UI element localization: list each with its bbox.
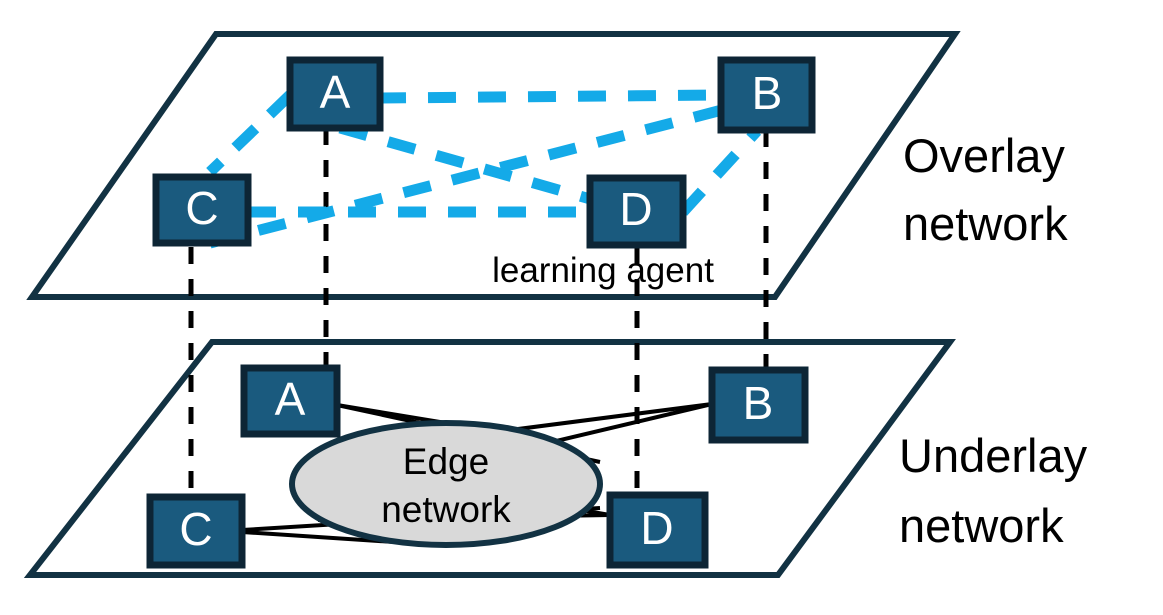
underlay-node-A-box bbox=[240, 364, 341, 438]
underlay-node-A[interactable]: A bbox=[240, 364, 341, 438]
overlay-plane-label-line1: Overlay bbox=[903, 129, 1065, 182]
overlay-plane-group bbox=[26, 31, 961, 300]
underlay-node-D-label: D bbox=[640, 502, 673, 554]
overlay-node-B[interactable]: B bbox=[717, 56, 816, 134]
overlay-node-A-label: A bbox=[320, 66, 351, 118]
overlay-plane-label-line2: network bbox=[903, 197, 1068, 250]
edge-network-cloud[interactable]: Edge network bbox=[289, 420, 603, 548]
underlay-node-C-label: C bbox=[179, 503, 212, 555]
underlay-nodes-group: A B C D bbox=[146, 364, 809, 569]
overlay-node-D-box bbox=[586, 174, 687, 249]
edge-network-ellipse bbox=[289, 420, 603, 548]
overlay-plane-outline bbox=[26, 31, 961, 300]
overlay-node-A-box bbox=[286, 56, 384, 132]
underlay-node-C-box bbox=[146, 493, 246, 569]
overlay-node-C-box bbox=[152, 173, 252, 247]
overlay-link-D-B bbox=[678, 127, 762, 216]
overlay-node-B-label: B bbox=[752, 67, 783, 119]
learning-agent-label: learning agent bbox=[492, 251, 714, 290]
overlay-nodes-group: A B C D bbox=[152, 56, 816, 249]
overlay-node-B-box bbox=[717, 56, 816, 134]
underlay-node-C[interactable]: C bbox=[146, 493, 246, 569]
underlay-plane-outline bbox=[23, 339, 956, 578]
edge-network-label-line1: Edge bbox=[403, 441, 489, 482]
underlay-plane-group bbox=[23, 339, 956, 578]
underlay-node-B-label: B bbox=[743, 377, 774, 429]
underlay-node-A-label: A bbox=[275, 373, 306, 425]
overlay-link-A-B bbox=[377, 89, 724, 104]
overlay-link-C-B bbox=[208, 104, 724, 249]
overlay-node-D-label: D bbox=[619, 183, 652, 235]
vertical-links-group bbox=[188, 128, 769, 497]
overlay-node-D[interactable]: D bbox=[586, 174, 687, 249]
underlay-node-D[interactable]: D bbox=[606, 491, 709, 569]
plane-labels-group: Overlay network Underlay network bbox=[899, 129, 1088, 552]
underlay-plane-label-line1: Underlay bbox=[899, 429, 1088, 482]
underlay-node-D-box bbox=[606, 491, 709, 569]
edge-network-label-line2: network bbox=[381, 489, 511, 530]
underlay-node-B-box bbox=[708, 366, 809, 444]
underlay-node-B[interactable]: B bbox=[708, 366, 809, 444]
overlay-node-C[interactable]: C bbox=[152, 173, 252, 247]
overlay-link-A-C bbox=[206, 91, 294, 176]
underlay-plane-label-line2: network bbox=[899, 499, 1064, 552]
overlay-node-A[interactable]: A bbox=[286, 56, 384, 132]
overlay-node-C-label: C bbox=[185, 182, 218, 234]
